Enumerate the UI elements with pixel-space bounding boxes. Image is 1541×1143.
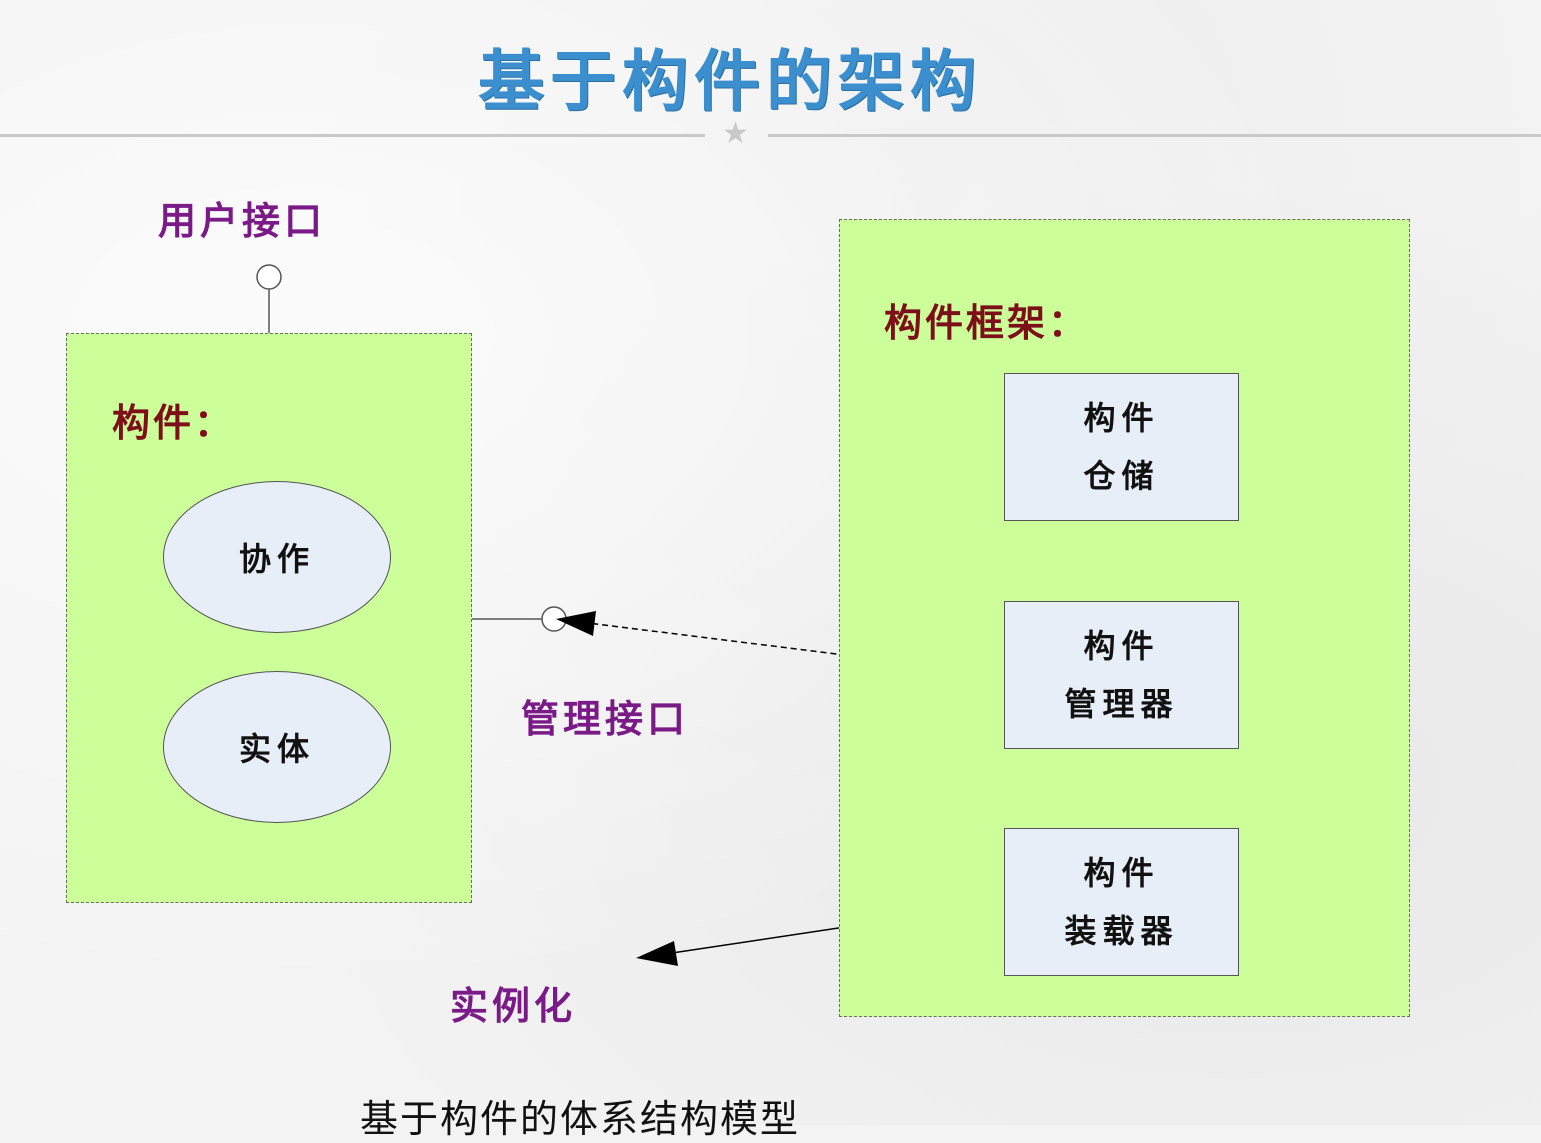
manager-dependency-arrowhead [556,611,596,636]
component-repository-line2: 仓储 [1083,457,1160,495]
page-title: 基于构件的架构 [478,43,982,120]
user-interface-label: 用户接口 [158,199,327,243]
component-manager-line1: 构件 [1083,627,1160,665]
component-repository-line1: 构件 [1083,399,1160,437]
component-loader-line2: 装载器 [1064,912,1179,950]
instantiation-arrowhead [636,941,678,966]
component-heading: 构件： [112,401,236,445]
figure-caption: 基于构件的体系结构模型 [360,1097,801,1141]
collaboration-ellipse: 协作 [163,481,391,633]
title-divider-right [768,134,1541,137]
management-interface-label: 管理接口 [521,697,690,741]
framework-heading: 构件框架： [884,301,1090,345]
user-interface-port [256,264,282,290]
component-manager-box: 构件 管理器 [1004,601,1239,749]
entity-ellipse: 实体 [163,671,391,823]
title-divider-left [0,134,705,137]
instantiation-label: 实例化 [450,984,577,1028]
component-loader-line1: 构件 [1083,854,1160,892]
component-manager-line2: 管理器 [1064,685,1179,723]
component-loader-box: 构件 装载器 [1004,828,1239,976]
component-repository-box: 构件 仓储 [1004,373,1239,521]
star-icon: ★ [722,116,749,151]
